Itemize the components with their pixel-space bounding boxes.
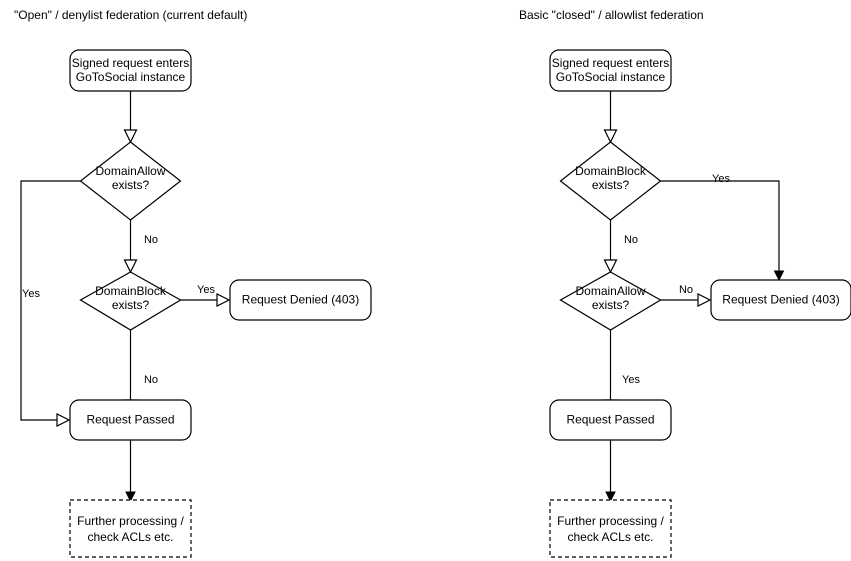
node-decision-domainallow-left-line2: exists? [112,178,150,192]
edge-domainallow-yes-to-passed [20,180,81,421]
diagram-title-open-denylist: "Open" / denylist federation (current de… [14,8,247,22]
diagram-closed-allowlist: Basic "closed" / allowlist federation Si… [519,8,851,558]
node-further-processing-left [69,499,192,558]
node-decision-domainblock-right-line2: exists? [592,178,630,192]
node-decision-domainblock-left-line2: exists? [112,298,150,312]
arrowhead-domainblock-no-to-domainallow [603,259,618,274]
node-start-left-line1: Signed request enters [72,56,189,70]
arrowhead-passed-to-further-left [125,491,136,503]
arrowhead-passed-to-further-right [605,491,616,503]
arrowhead-start-to-domainallow [123,129,138,144]
arrowhead-domainallow-no-to-domainblock [123,259,138,274]
edge-label-domainblock-yes-right: Yes [712,173,730,185]
edge-label-domainblock-no-right: No [624,234,638,246]
edge-label-domainallow-no-right: No [679,284,693,296]
edge-domainblock-yes-to-denied-right [660,180,780,273]
node-further-processing-right-line2: check ACLs etc. [567,530,653,544]
edge-label-domainblock-no: No [144,374,158,386]
node-start-right-line2: GoToSocial instance [556,70,666,84]
edge-label-domainallow-yes-right: Yes [622,374,640,386]
node-decision-domainblock-right-line1: DomainBlock [575,164,647,178]
node-further-processing-left-line2: check ACLs etc. [87,530,173,544]
edge-label-domainblock-yes: Yes [197,284,215,296]
node-further-processing-right-line1: Further processing / [557,514,664,528]
arrowhead-domainblock-yes-to-denied [216,293,231,307]
node-start-left-line2: GoToSocial instance [76,70,186,84]
diagram-title-closed-allowlist: Basic "closed" / allowlist federation [519,8,704,22]
diagram-open-denylist: "Open" / denylist federation (current de… [14,8,372,558]
node-request-denied-left-label: Request Denied (403) [242,293,359,307]
node-decision-domainblock-left-line1: DomainBlock [95,284,167,298]
node-decision-domainallow-right-line1: DomainAllow [575,284,645,298]
arrowhead-domainallow-yes-to-passed [56,413,71,427]
arrowhead-domainblock-yes-to-denied-right [773,270,785,282]
arrowhead-start-to-domainblock [603,129,618,144]
node-decision-domainallow-left-line1: DomainAllow [95,164,165,178]
node-request-passed-left-label: Request Passed [86,413,174,427]
arrowhead-domainallow-no-to-denied-right [697,293,712,307]
node-request-denied-right-label: Request Denied (403) [722,293,839,307]
node-further-processing-right [549,499,672,558]
node-start-right-line1: Signed request enters [552,56,669,70]
edge-label-domainallow-no: No [144,234,158,246]
node-decision-domainallow-right-line2: exists? [592,298,630,312]
node-request-passed-right-label: Request Passed [566,413,654,427]
node-request-denied-right [710,279,851,321]
edge-label-domainallow-yes: Yes [22,288,40,300]
node-further-processing-left-line1: Further processing / [77,514,184,528]
node-request-denied-left [229,279,372,321]
